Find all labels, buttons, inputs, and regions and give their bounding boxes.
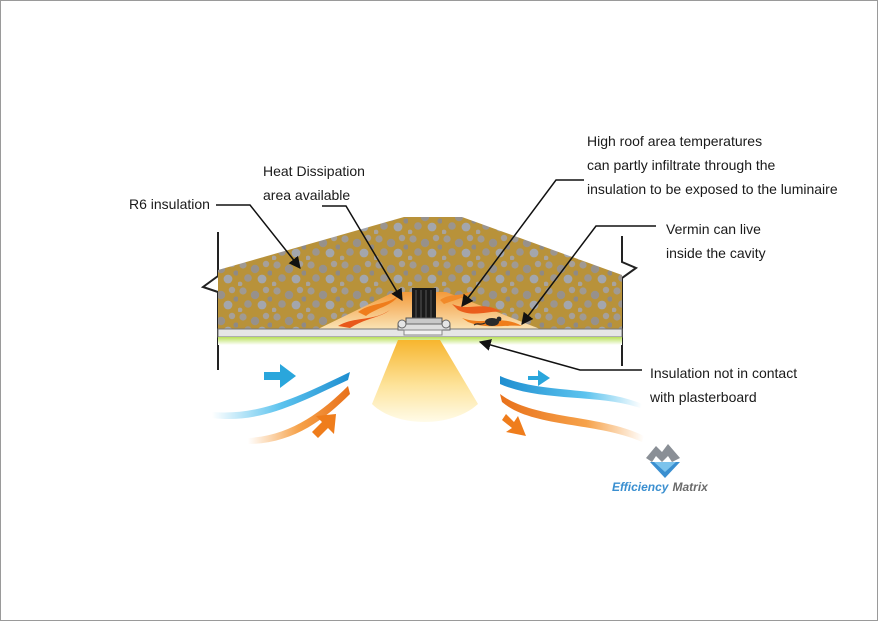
leader-roof [461,179,584,307]
label-vermin: Vermin can live [666,221,761,237]
label-roof-temps: High roof area temperatures [587,133,763,149]
logo-word-efficiency: Efficiency [612,480,669,494]
light-beam [372,340,478,422]
heat-flame-left-2 [358,296,398,316]
label-roof-temps-2: can partly infiltrate through the [587,157,776,173]
efficiency-matrix-logo-icon [646,444,680,478]
label-not-in-contact: Insulation not in contact [650,365,798,381]
cool-arrow-right [528,370,550,386]
cool-airflow-left [212,372,350,420]
warm-airflow-left [248,386,350,444]
label-r6-insulation: R6 insulation [129,196,210,212]
heat-flame-left [338,310,390,328]
warm-arrow-left [312,414,336,438]
leader-heat [322,205,403,302]
insulation-mound [218,217,622,329]
logo-word-matrix: Matrix [672,480,708,494]
warm-airflow-right [500,394,644,442]
heat-flame-top [440,290,474,304]
label-heat-dissipation: Heat Dissipation [263,163,365,179]
mouse-icon [473,316,502,326]
downlight-luminaire [397,288,451,336]
label-not-in-contact-2: with plasterboard [650,389,757,405]
cool-airflow-right [500,376,642,408]
label-heat-dissipation-2: area available [263,187,351,203]
leader-vermin [521,225,656,325]
cool-arrow-left [264,364,296,388]
leader-contact [478,339,642,371]
label-vermin-2: inside the cavity [666,245,766,261]
leader-insulation [216,204,301,269]
warm-arrow-right [502,414,526,436]
left-wall-line [200,232,219,370]
label-roof-temps-3: insulation to be exposed to the luminair… [587,181,838,197]
heat-flame-right [452,304,502,314]
right-wall-line [621,236,639,366]
